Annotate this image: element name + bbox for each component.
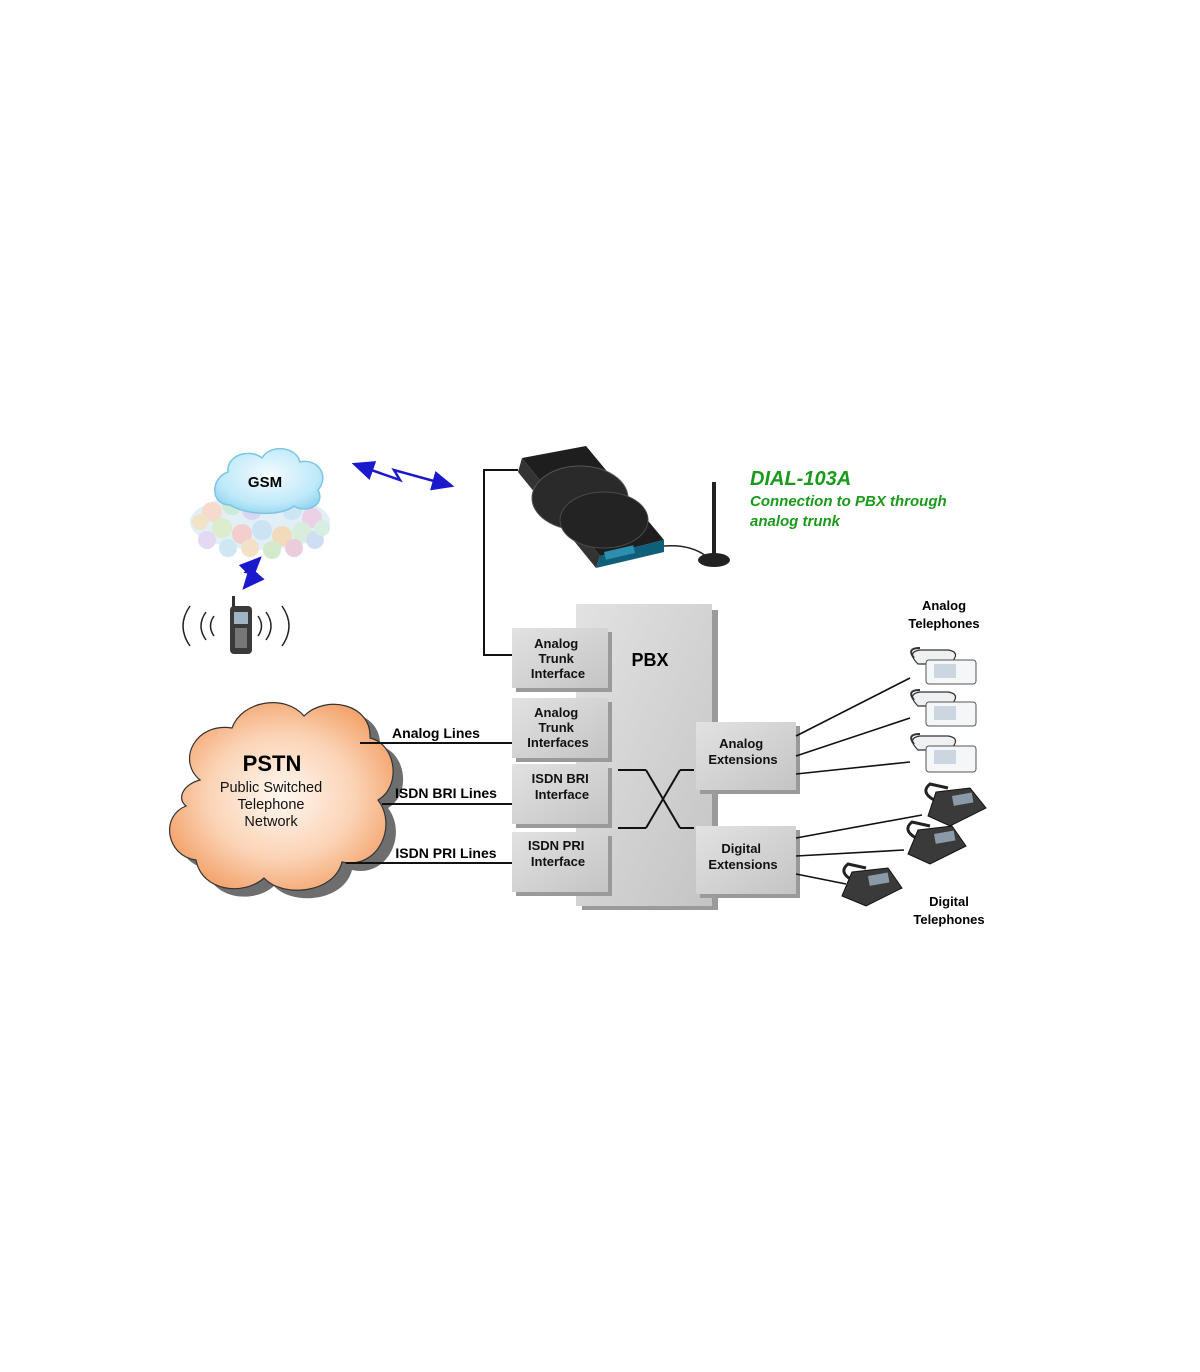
pstn-trunk-lines xyxy=(346,742,512,864)
analog-telephones-label-line1: Analog xyxy=(922,598,966,613)
analog-phone-icon xyxy=(910,689,977,727)
analog-lines-label: Analog Lines xyxy=(392,725,480,741)
pstn-title: PSTN xyxy=(243,751,302,776)
svg-text:ISDN PRI Interface: ISDN PRI Interface xyxy=(528,838,588,869)
dial-103a-device xyxy=(518,446,730,568)
digital-telephones-label-line2: Telephones xyxy=(913,912,984,927)
gsm-label: GSM xyxy=(248,474,282,491)
product-name: DIAL-103A xyxy=(750,468,851,490)
wireless-link-arrow xyxy=(351,461,455,491)
isdn-bri-interface-line2: Interface xyxy=(535,787,589,802)
digital-extensions-line2: Extensions xyxy=(708,857,777,872)
isdn-bri-interface-box: ISDN BRI Interface xyxy=(512,764,612,828)
pbx-label: PBX xyxy=(631,650,668,670)
modem-trunk-connection xyxy=(483,469,518,656)
digital-telephones-label-line1: Digital xyxy=(929,894,969,909)
digital-phone-icon xyxy=(906,820,967,865)
pstn-cloud xyxy=(169,702,394,891)
analog-phone-icon xyxy=(910,733,977,773)
pstn-line1: Public Switched xyxy=(220,780,322,796)
analog-trunk-interface-line1: Analog xyxy=(534,636,578,651)
analog-trunk-interface-line3: Interface xyxy=(531,666,585,681)
digital-phone-icon xyxy=(924,782,987,827)
analog-extensions-line1: Analog xyxy=(719,736,763,751)
analog-telephones-label-line2: Telephones xyxy=(908,616,979,631)
digital-extensions-line1: Digital xyxy=(721,841,761,856)
isdn-pri-lines-label: ISDN PRI Lines xyxy=(395,845,496,861)
svg-text:Analog Trunk Inter: Analog Trunk Interfaces xyxy=(527,705,588,750)
extension-lines xyxy=(795,677,923,885)
isdn-bri-lines-label: ISDN BRI Lines xyxy=(395,785,497,801)
analog-trunk-interface-line2: Trunk xyxy=(538,651,574,666)
isdn-pri-interface-line1: ISDN PRI xyxy=(528,838,584,853)
analog-trunk-interfaces-line3: Interfaces xyxy=(527,735,588,750)
switching-crossover xyxy=(618,769,694,829)
svg-text:Digital Extensions: Digital Extensions xyxy=(708,841,777,872)
analog-trunk-interfaces-line1: Analog xyxy=(534,705,578,720)
isdn-bri-interface-line1: ISDN BRI xyxy=(532,771,589,786)
pstn-line2: Telephone xyxy=(238,797,305,813)
analog-extensions-box: Analog Extensions xyxy=(696,722,800,794)
analog-trunk-interfaces-box: Analog Trunk Interfaces xyxy=(512,698,612,762)
product-subtitle-line1: Connection to PBX through xyxy=(750,493,947,510)
pstn-line3: Network xyxy=(244,814,298,830)
product-subtitle-line2: analog trunk xyxy=(750,513,841,530)
isdn-pri-interface-box: ISDN PRI Interface xyxy=(512,832,612,896)
svg-text:Analog Trunk Inter: Analog Trunk Interface xyxy=(531,636,585,681)
mobile-link-arrow xyxy=(238,556,265,590)
mobile-phone-icon xyxy=(182,596,290,654)
isdn-pri-interface-line2: Interface xyxy=(531,854,585,869)
analog-trunk-interface-box: Analog Trunk Interface xyxy=(512,628,612,692)
analog-extensions-line2: Extensions xyxy=(708,752,777,767)
digital-phone-icon xyxy=(841,862,903,907)
pstn-network: PSTN Public Switched Telephone Network xyxy=(169,702,404,899)
gsm-network: GSM xyxy=(190,448,330,559)
gsm-cloud xyxy=(214,448,324,515)
svg-text:ISDN BRI Interface: ISDN BRI Interface xyxy=(532,771,593,802)
digital-extensions-box: Digital Extensions xyxy=(696,826,800,898)
svg-text:Analog Extensions: Analog Extensions xyxy=(708,736,777,767)
analog-trunk-interfaces-line2: Trunk xyxy=(538,720,574,735)
analog-phone-icon xyxy=(910,647,977,685)
